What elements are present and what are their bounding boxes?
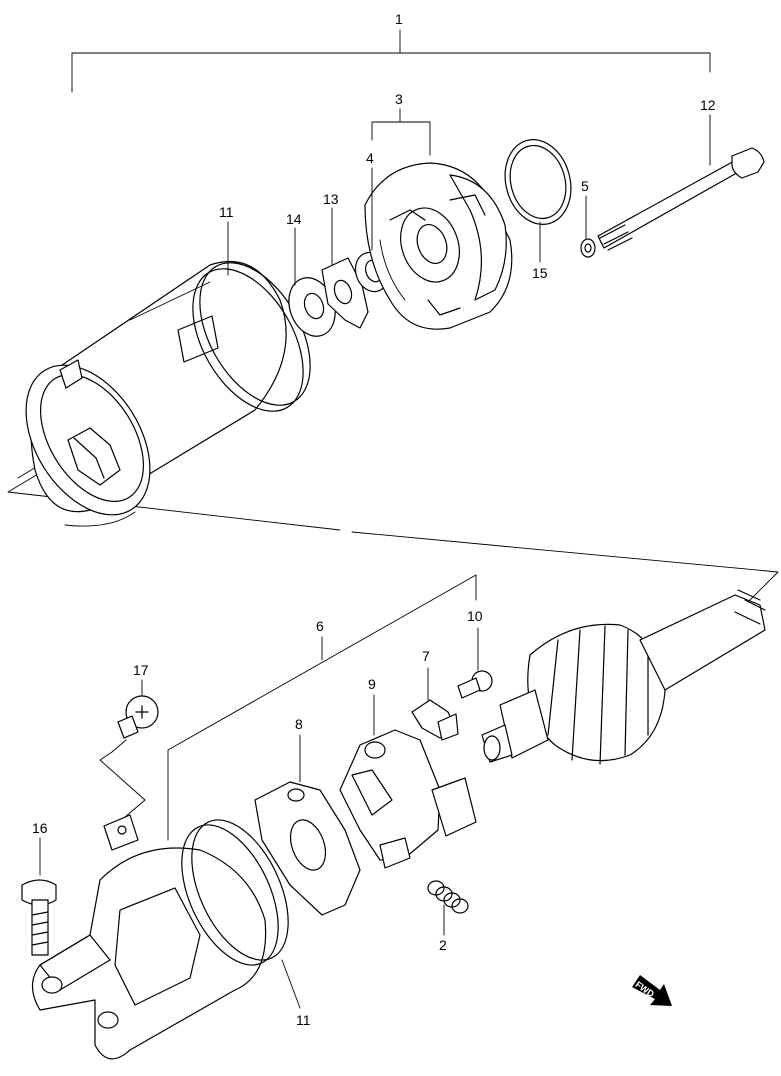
- fwd-badge: FWD: [632, 975, 672, 1006]
- brush-holder-9: [339, 694, 477, 869]
- callout-10: 10: [467, 608, 483, 624]
- leader-lines: [141, 108, 711, 1009]
- brush-plate-8: [254, 734, 361, 916]
- callout-9: 9: [368, 676, 376, 692]
- armature: [481, 589, 766, 765]
- through-bolt-12: [597, 147, 765, 251]
- forward-arrow-icon: [632, 975, 672, 1006]
- callout-17: 17: [133, 662, 149, 678]
- assembly-bracket-1: [71, 29, 711, 93]
- starter-yoke-housing: [25, 261, 311, 527]
- callout-3: 3: [395, 91, 403, 107]
- spring-2: [427, 880, 469, 936]
- bolt-16: [21, 837, 57, 956]
- callout-15: 15: [532, 265, 548, 281]
- washer-5: [580, 238, 596, 258]
- front-housing-11: [31, 814, 289, 1060]
- callout-8: 8: [295, 716, 303, 732]
- callout-5: 5: [581, 178, 589, 194]
- callout-labels: 1 3 4 5 11 12 13 14 15 6 10 7 9 8 17 16 …: [32, 11, 716, 1028]
- o-ring-15: [504, 139, 572, 225]
- callout-7: 7: [422, 648, 430, 664]
- callout-14: 14: [286, 211, 302, 227]
- callout-4: 4: [366, 150, 374, 166]
- end-cover-3: [364, 162, 513, 330]
- callout-6: 6: [316, 618, 324, 634]
- screw-10: [457, 627, 493, 699]
- callout-1: 1: [395, 11, 403, 27]
- callout-13: 13: [323, 191, 339, 207]
- callout-11b: 11: [296, 1012, 311, 1028]
- callout-16: 16: [32, 820, 48, 836]
- callout-2: 2: [439, 937, 447, 953]
- callout-11: 11: [219, 204, 234, 220]
- brush-7: [411, 667, 459, 741]
- assembly-bracket-6: [167, 574, 477, 841]
- screw-17: [99, 695, 159, 829]
- callout-12: 12: [700, 97, 716, 113]
